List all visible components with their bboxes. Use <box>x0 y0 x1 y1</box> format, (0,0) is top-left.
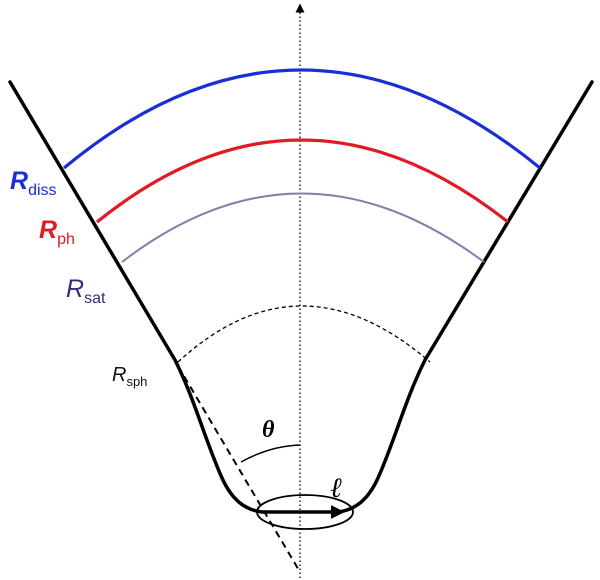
jet-outline <box>8 80 594 514</box>
r-ph-arc <box>95 138 509 224</box>
r-sph-arc <box>177 305 431 363</box>
r-sat-label: Rsat <box>66 275 106 307</box>
r-sat-arc <box>121 192 485 263</box>
r-diss-label: Rdiss <box>10 167 57 199</box>
base-ellipse <box>256 494 354 530</box>
theta-label: θ <box>262 417 275 443</box>
cone-extension-line <box>177 365 301 573</box>
r-sph-label: Rsph <box>112 364 147 389</box>
r-diss-arc <box>62 68 542 170</box>
r-ph-label: Rph <box>39 216 75 248</box>
theta-angle-arc <box>240 444 301 463</box>
ell-label: ℓ <box>330 473 342 504</box>
